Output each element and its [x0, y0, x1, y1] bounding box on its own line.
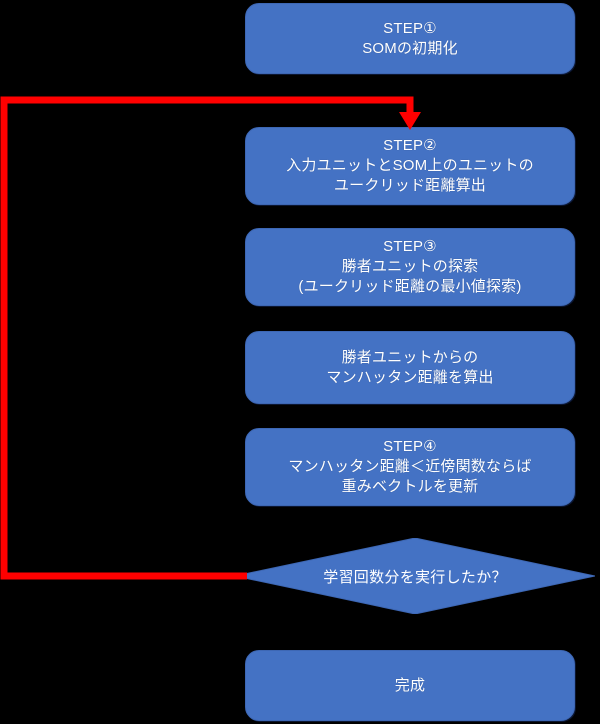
node-step2-label: STEP② 入力ユニットとSOM上のユニットの ユークリッド距離算出 — [286, 137, 534, 194]
node-step3[interactable]: STEP③ 勝者ユニットの探索 (ユークリッド距離の最小値探索) — [245, 228, 575, 306]
node-done-label: 完成 — [394, 676, 426, 694]
node-step2[interactable]: STEP② 入力ユニットとSOM上のユニットの ユークリッド距離算出 — [245, 127, 575, 205]
node-done[interactable]: 完成 — [245, 650, 575, 721]
node-step3-label: STEP③ 勝者ユニットの探索 (ユークリッド距離の最小値探索) — [298, 238, 522, 295]
node-step4[interactable]: STEP④ マンハッタン距離＜近傍関数ならば 重みベクトルを更新 — [245, 428, 575, 506]
diamond-shape — [235, 538, 595, 614]
node-manhattan-distance-label: 勝者ユニットからの マンハッタン距離を算出 — [326, 348, 494, 386]
node-step1-label: STEP① SOMの初期化 — [362, 19, 458, 57]
node-step4-label: STEP④ マンハッタン距離＜近傍関数ならば 重みベクトルを更新 — [288, 438, 532, 495]
node-decision[interactable]: 学習回数分を実行したか？ — [235, 538, 595, 614]
node-manhattan-distance[interactable]: 勝者ユニットからの マンハッタン距離を算出 — [245, 331, 575, 404]
node-step1[interactable]: STEP① SOMの初期化 — [245, 3, 575, 74]
